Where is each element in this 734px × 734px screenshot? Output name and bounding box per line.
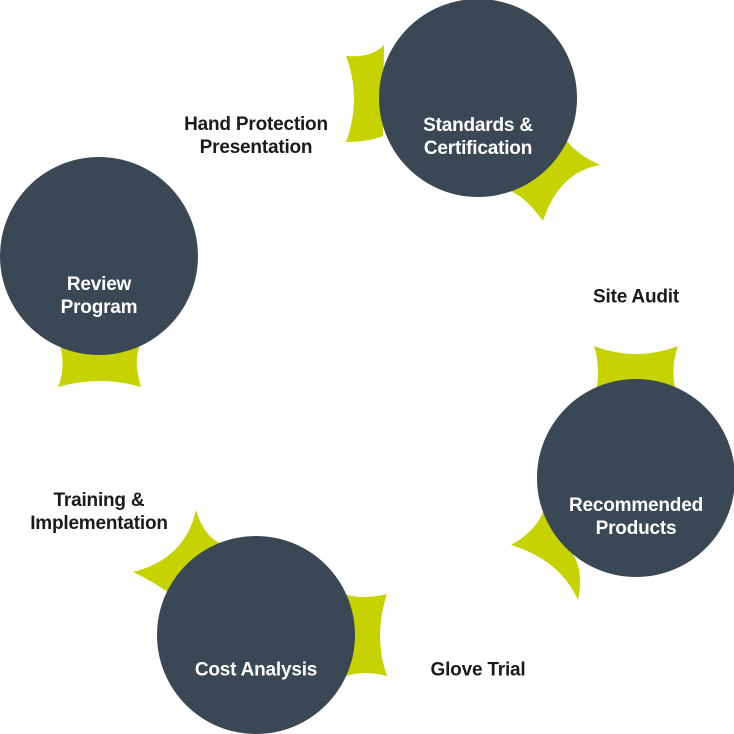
label-line: Products: [595, 518, 677, 539]
label-line: Standards &: [423, 115, 533, 137]
circle-label-recommended: Recommended Products: [541, 495, 731, 541]
step-label-site-audit: Site Audit: [536, 287, 734, 310]
label-line: Site Audit: [593, 286, 679, 308]
label-line: Review: [66, 274, 132, 296]
circle-label-cost: Cost Analysis: [161, 660, 351, 683]
circle-label-review: Review Program: [4, 274, 194, 320]
circle-label-standards: Standards & Certification: [383, 115, 573, 161]
circle-review-program: [0, 157, 198, 355]
accent-petal-standards-left: [346, 45, 384, 142]
label-line: Recommended: [568, 495, 703, 517]
label-line: Program: [60, 297, 138, 318]
accent-petal-recommended-top: [594, 346, 678, 392]
step-label-training: Training & Implementation: [0, 490, 199, 536]
step-label-hand-protection: Hand Protection Presentation: [156, 114, 356, 160]
label-line: Presentation: [199, 137, 313, 158]
circle-recommended-products: [537, 379, 734, 577]
label-line: Implementation: [30, 513, 168, 534]
accent-petal-cost-left: [133, 510, 225, 600]
label-line: Cost Analysis: [194, 659, 318, 681]
label-line: Glove Trial: [430, 659, 526, 681]
accent-petal-recommended-left: [511, 507, 581, 600]
accent-petal-cost-right: [344, 594, 387, 676]
label-line: Hand Protection: [184, 114, 328, 136]
label-line: Certification: [423, 138, 533, 159]
circle-standards-certification: [379, 0, 577, 197]
accent-petal-review-bottom: [58, 345, 141, 387]
label-line: Training &: [53, 490, 145, 512]
step-label-glove-trial: Glove Trial: [378, 660, 578, 683]
circle-cost-analysis: [157, 536, 355, 734]
accent-petal-standards-right: [508, 122, 600, 221]
